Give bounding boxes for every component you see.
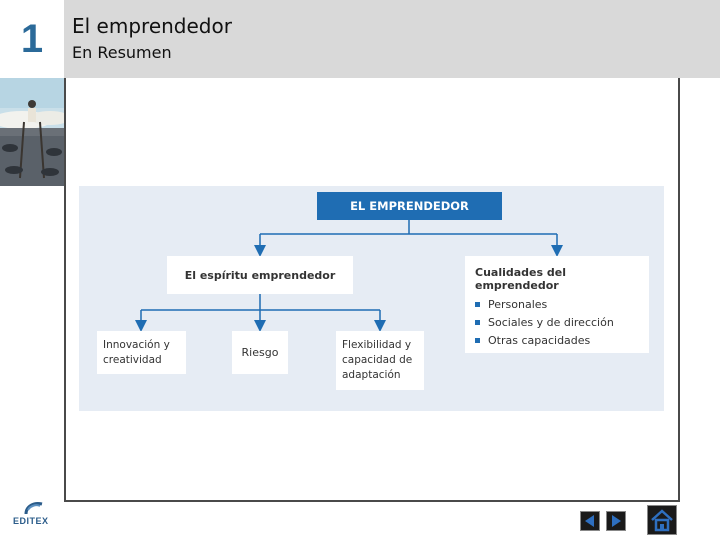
home-button[interactable] — [647, 505, 677, 535]
next-button[interactable] — [606, 511, 626, 531]
flexibility-line: capacidad de — [342, 353, 418, 368]
prev-button[interactable] — [580, 511, 600, 531]
qualities-item-label: Sociales y de dirección — [488, 316, 614, 329]
flexibility-node: Flexibilidad y capacidad de adaptación — [336, 331, 424, 390]
qualities-item: Otras capacidades — [475, 334, 641, 347]
bullet-icon — [475, 338, 480, 343]
flexibility-line: Flexibilidad y — [342, 338, 418, 353]
innovation-line: Innovación y — [103, 338, 180, 353]
risk-node: Riesgo — [232, 331, 288, 374]
qualities-item: Sociales y de dirección — [475, 316, 641, 329]
editex-logo-text: EDITEX — [13, 516, 49, 526]
arrow-left-icon — [581, 512, 599, 530]
bullet-icon — [475, 320, 480, 325]
qualities-item: Personales — [475, 298, 641, 311]
qualities-title: Cualidades del emprendedor — [475, 266, 641, 292]
innovation-line: creatividad — [103, 353, 180, 368]
flexibility-line: adaptación — [342, 368, 418, 383]
spirit-node: El espíritu emprendedor — [167, 256, 353, 294]
innovation-node: Innovación y creatividad — [97, 331, 186, 374]
arrow-right-icon — [607, 512, 625, 530]
diagram-root-node: EL EMPRENDEDOR — [317, 192, 502, 220]
qualities-node: Cualidades del emprendedor Personales So… — [465, 256, 649, 353]
home-icon — [648, 506, 676, 534]
bullet-icon — [475, 302, 480, 307]
qualities-item-label: Personales — [488, 298, 547, 311]
qualities-item-label: Otras capacidades — [488, 334, 590, 347]
